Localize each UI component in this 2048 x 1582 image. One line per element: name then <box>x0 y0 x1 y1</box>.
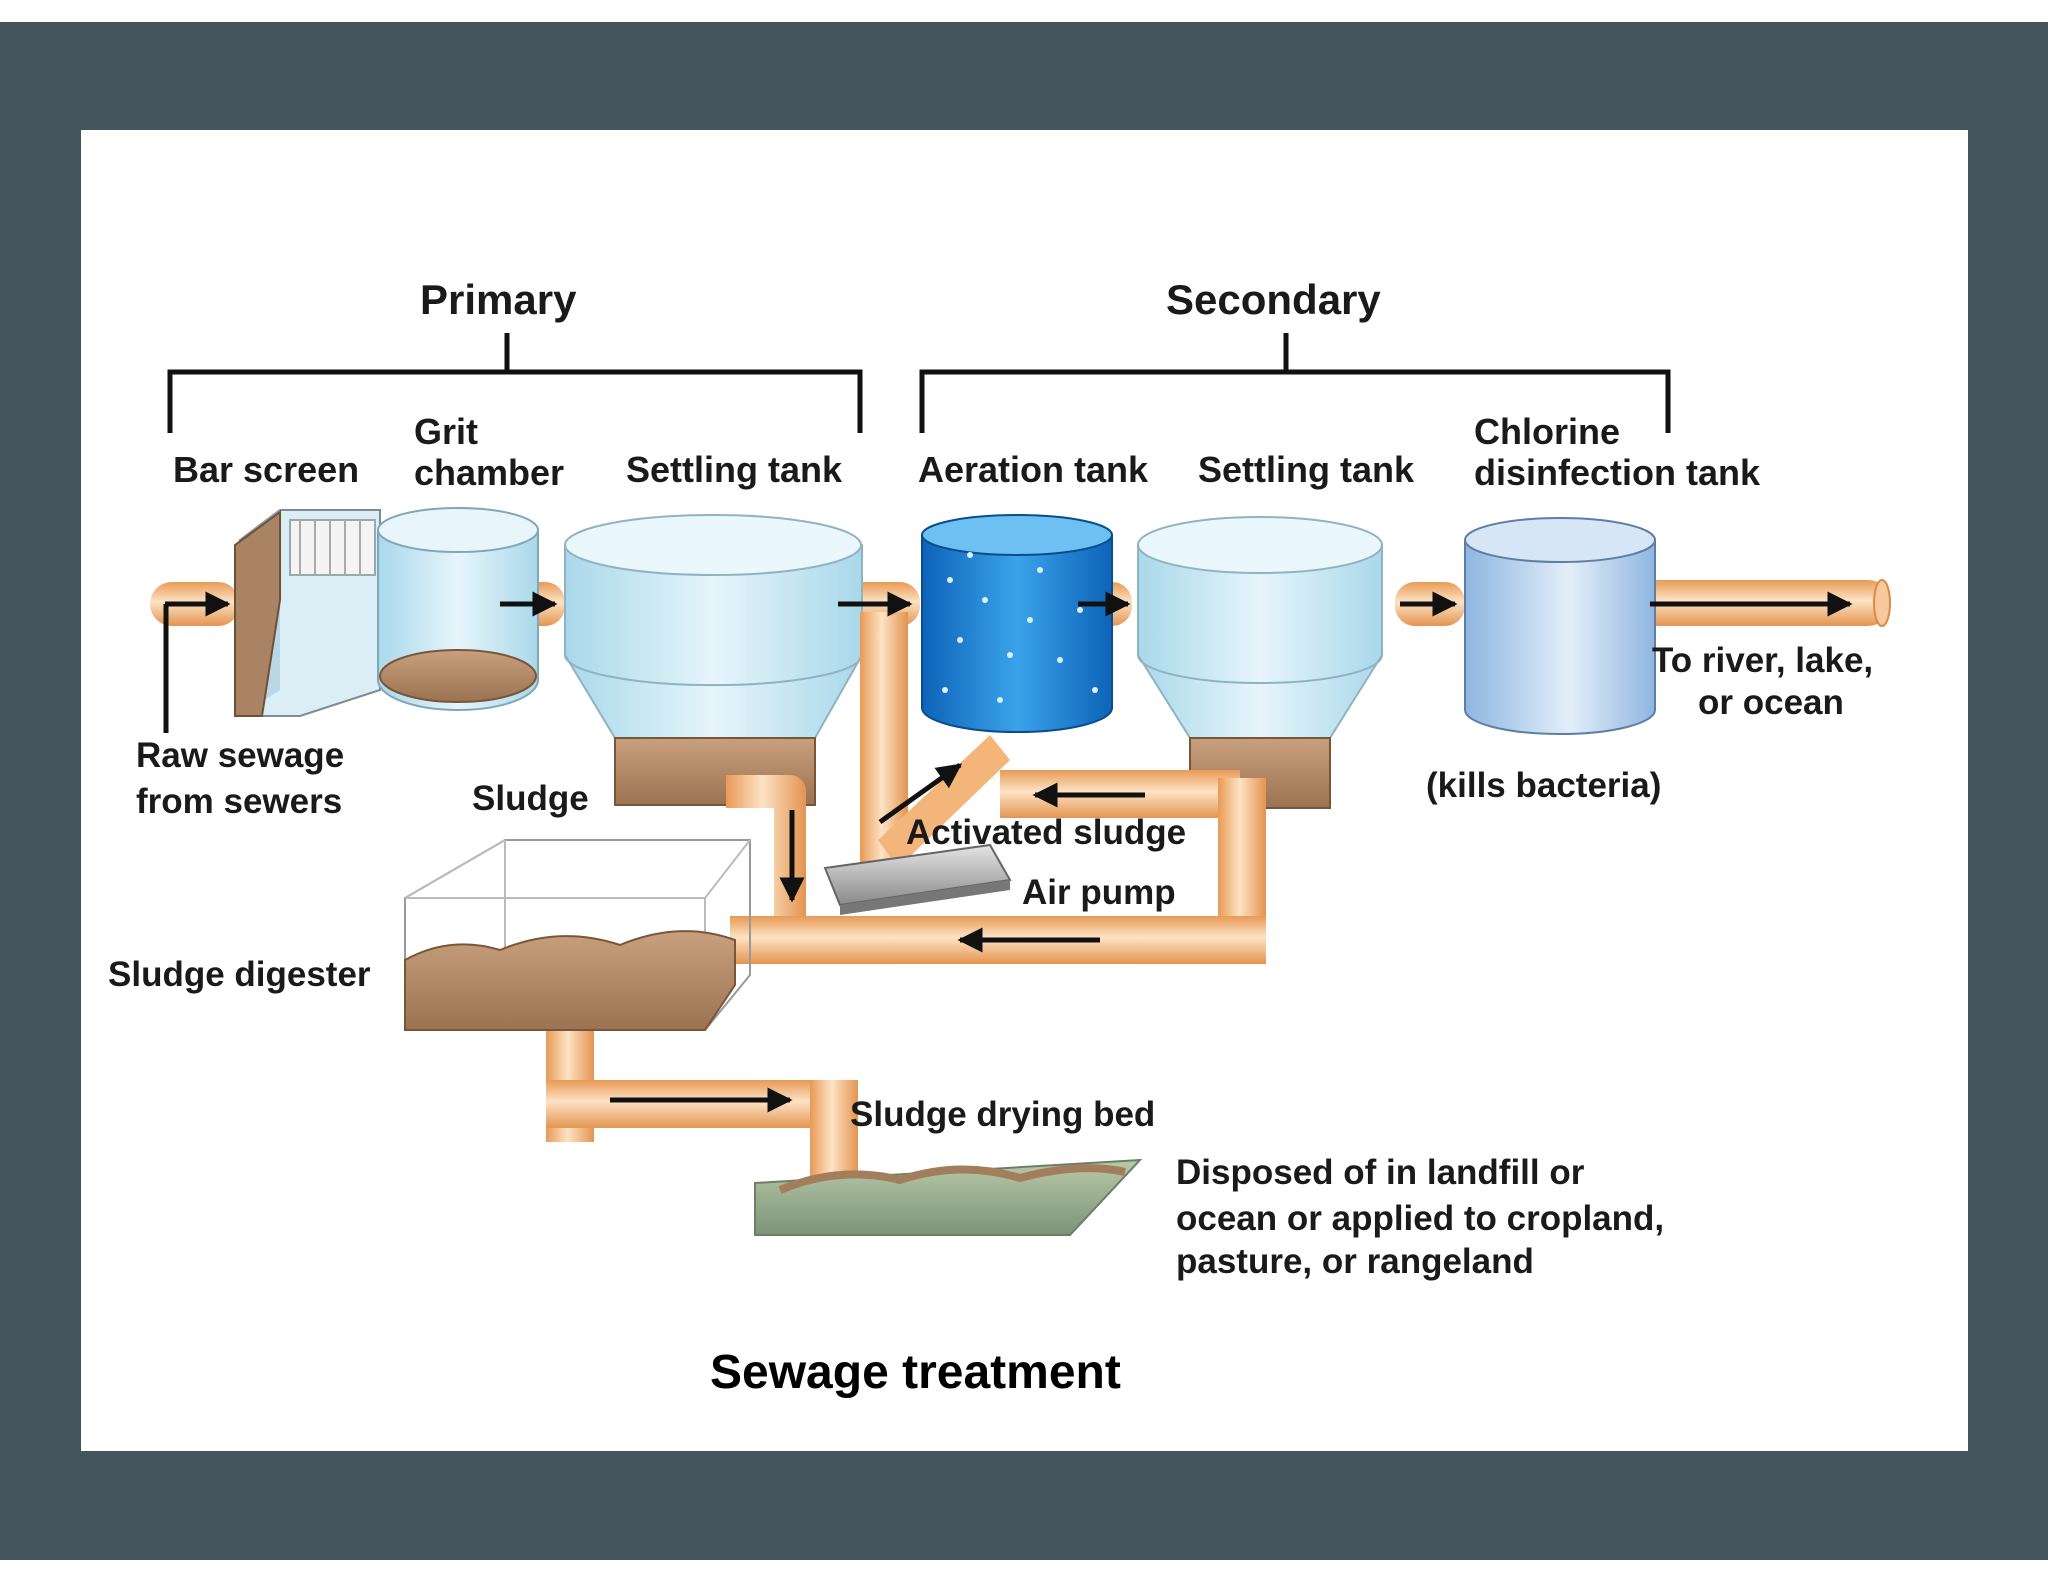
flow-arrows <box>165 591 1853 1113</box>
label-grit-line2: chamber <box>414 452 564 493</box>
bar-screen-unit <box>234 509 381 717</box>
label-chlorine-line2: disinfection tank <box>1474 452 1761 493</box>
label-disposed-2: ocean or applied to cropland, <box>1176 1199 1664 1238</box>
air-pump-unit <box>823 843 1012 915</box>
label-sludge: Sludge <box>472 779 589 818</box>
label-raw-sewage-1: Raw sewage <box>136 736 344 775</box>
sludge-drying-bed-unit <box>754 1158 1143 1236</box>
aeration-tank-unit <box>921 514 1113 733</box>
label-sludge-digester: Sludge digester <box>108 955 371 994</box>
label-grit-line1: Grit <box>414 411 478 452</box>
label-settling-primary: Settling tank <box>626 449 843 490</box>
chlorine-tank-unit <box>1464 517 1656 735</box>
label-air-pump: Air pump <box>1022 873 1176 912</box>
label-activated-sludge: Activated sludge <box>906 813 1186 852</box>
primary-bracket <box>167 333 863 433</box>
label-disposed-1: Disposed of in landfill or <box>1176 1153 1585 1192</box>
label-drying-bed: Sludge drying bed <box>850 1095 1155 1134</box>
label-disposed-3: pasture, or rangeland <box>1176 1242 1534 1281</box>
grit-chamber-unit <box>377 507 539 711</box>
secondary-settling-tank-unit <box>1137 516 1383 809</box>
header-primary: Primary <box>420 276 577 323</box>
label-bar-screen: Bar screen <box>173 449 359 490</box>
label-settling-secondary: Settling tank <box>1198 449 1415 490</box>
label-chlorine-line1: Chlorine <box>1474 411 1620 452</box>
label-aeration: Aeration tank <box>918 449 1149 490</box>
diagram-caption: Sewage treatment <box>710 1346 1121 1399</box>
label-kills-bacteria: (kills bacteria) <box>1426 766 1661 805</box>
label-river-1: To river, lake, <box>1652 641 1873 680</box>
aeration-bubbles <box>942 552 1098 703</box>
primary-settling-tank-unit <box>564 514 863 806</box>
label-raw-sewage-2: from sewers <box>136 782 342 821</box>
label-river-2: or ocean <box>1698 683 1844 722</box>
secondary-bracket <box>919 333 1671 433</box>
header-secondary: Secondary <box>1166 276 1381 323</box>
sludge-digester-unit <box>404 839 751 1031</box>
